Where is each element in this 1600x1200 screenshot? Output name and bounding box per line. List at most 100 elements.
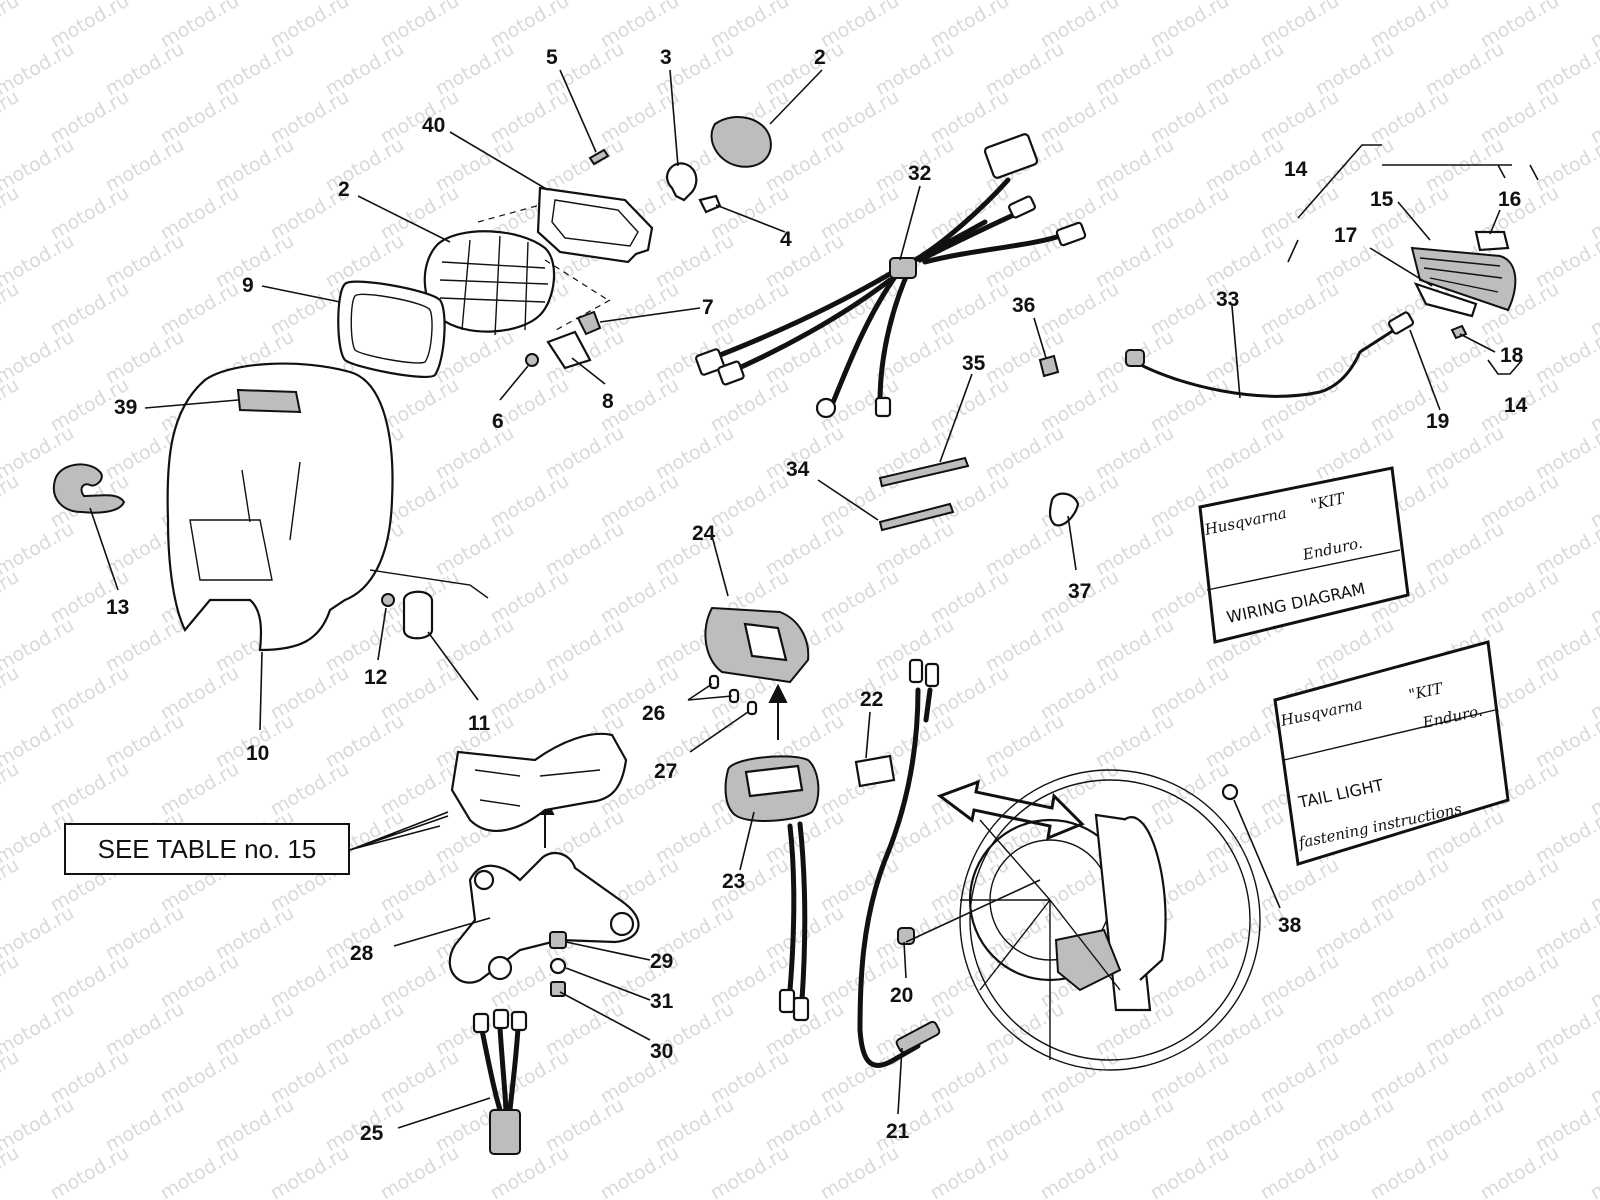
double-arrow [936, 779, 1085, 841]
part-39-sticker [236, 388, 302, 414]
watermark-text: motod.ru [707, 1142, 793, 1200]
callout-32: 32 [908, 162, 931, 185]
watermark-text: motod.ru [47, 1142, 133, 1200]
part-11-clamp [402, 590, 434, 640]
callout-37: 37 [1068, 580, 1091, 603]
part-16-tail-cap [1474, 230, 1510, 252]
part-31-washer [549, 957, 567, 975]
part-26-nut-a [708, 674, 720, 690]
watermark-text: motod.ru [0, 566, 23, 629]
callout-labels: 5 3 2 40 2 4 9 7 6 8 39 13 12 11 10 32 3… [106, 46, 1528, 1145]
part-9-rubber-rim [337, 280, 446, 378]
callout-3: 3 [660, 46, 672, 69]
watermark-text: motod.ru [1037, 1142, 1123, 1200]
part-8-bracket [546, 330, 592, 370]
part-2-bulb-holder [710, 115, 772, 168]
watermark-text: motod.ru [1477, 1142, 1563, 1200]
callout-38: 38 [1278, 914, 1302, 937]
callout-36: 36 [1012, 294, 1035, 317]
callout-14: 14 [1504, 394, 1528, 417]
callout-24: 24 [692, 522, 716, 545]
callout-23: 23 [722, 870, 745, 893]
callout-13: 13 [106, 596, 129, 619]
part-4-small-bulb [698, 194, 722, 214]
part-17-tail-bracket [1413, 282, 1478, 318]
part-40-headlight-frame [536, 186, 654, 264]
watermark-text: motod.ru [1367, 1142, 1453, 1200]
callout-39: 39 [114, 396, 137, 419]
part-34-cable-tie [878, 502, 955, 532]
callout-33: 33 [1216, 288, 1239, 311]
callout-22: 22 [860, 688, 883, 711]
callout-9: 9 [242, 274, 254, 297]
callout-18: 18 [1500, 344, 1524, 367]
part-10-front-mask [166, 362, 394, 652]
callout-16: 16 [1498, 188, 1521, 211]
callout-34: 34 [786, 458, 810, 481]
part-19-connector [1387, 311, 1415, 335]
part-12-screw [381, 593, 395, 607]
callout-2: 2 [814, 46, 826, 69]
part-36-clip [1038, 354, 1060, 378]
callout-2: 2 [338, 178, 350, 201]
watermark-text: motod.ru [0, 950, 23, 1013]
see-table-text: SEE TABLE no. 15 [97, 833, 317, 864]
watermark-text: motod.ru [1257, 1142, 1343, 1200]
watermark-text: motod.ru [1587, 1142, 1600, 1200]
callout-4: 4 [780, 228, 792, 251]
watermark-text: motod.ru [0, 662, 23, 725]
callout-19: 19 [1426, 410, 1449, 433]
part-mount-bracket [450, 732, 628, 832]
part-15-tail-lens [1410, 246, 1517, 312]
instrument-group [535, 606, 820, 1022]
watermark-text: motod.ru [1147, 1142, 1233, 1200]
watermark-text: motod.ru [0, 86, 23, 149]
watermark-text: motod.ru [0, 182, 23, 245]
callout-28: 28 [350, 942, 374, 965]
callout-8: 8 [602, 390, 614, 413]
callout-20: 20 [890, 984, 913, 1007]
callout-31: 31 [650, 990, 674, 1013]
watermark-text: motod.ru [0, 0, 23, 52]
part-25-connector-harness [479, 1025, 521, 1113]
callout-6: 6 [492, 410, 504, 433]
watermark-text: motod.ru [267, 1142, 353, 1200]
callout-35: 35 [962, 352, 986, 375]
watermark-text: motod.ru [157, 1142, 243, 1200]
watermark-text: motod.ru [817, 1142, 903, 1200]
watermark-text: motod.ru [927, 1142, 1013, 1200]
callout-25: 25 [360, 1122, 384, 1145]
part-32-wiring-harness [695, 133, 1087, 419]
callout-40: 40 [422, 114, 445, 137]
part-7-spring [576, 310, 602, 336]
callout-5: 5 [546, 46, 558, 69]
watermark-text: motod.ru [0, 470, 23, 533]
callout-12: 12 [364, 666, 387, 689]
watermark-text: motod.ru [377, 1142, 463, 1200]
callout-15: 15 [1370, 188, 1394, 211]
callout-27: 27 [654, 760, 677, 783]
callout-11: 11 [468, 712, 491, 735]
watermark-text: motod.ru [597, 1142, 683, 1200]
watermark-text: motod.ru [0, 374, 23, 437]
callout-10: 10 [246, 742, 269, 765]
callout-17: 17 [1334, 224, 1357, 247]
part-29-spacer [549, 931, 567, 949]
part-33-tail-cable [1134, 328, 1395, 398]
watermark-text: motod.ru [0, 1142, 23, 1200]
mount-group [448, 732, 640, 1155]
headlight-mask [52, 362, 489, 652]
part-6-screw [525, 353, 539, 367]
part-38-ring [1221, 783, 1239, 801]
callout-29: 29 [650, 950, 673, 973]
part-27-nut [746, 700, 758, 716]
part-22-clip [854, 754, 896, 788]
watermark-text: motod.ru [0, 278, 23, 341]
callout-21: 21 [886, 1120, 910, 1143]
front-wheel-group [854, 658, 1261, 1071]
callout-7: 7 [702, 296, 714, 319]
part-3-bulb [666, 162, 698, 202]
tail-light-assembly [1125, 144, 1539, 398]
wiring-diagram-card: Husqvarna "KIT Enduro. WIRING DIAGRAM [1198, 466, 1410, 644]
